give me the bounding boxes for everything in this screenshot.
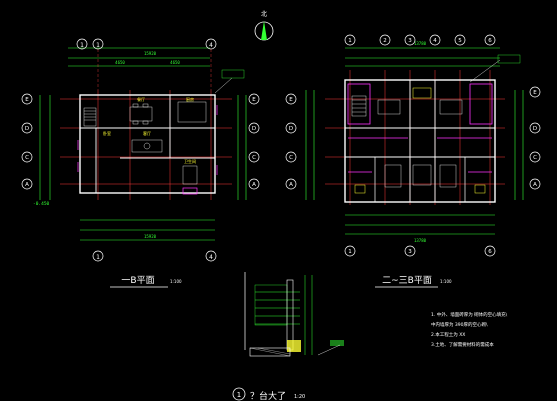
north-label: 北 [261,10,267,18]
svg-text:15920: 15920 [144,234,157,239]
right-fixtures [354,87,486,194]
detail-title-text: ？台大了 [250,390,286,401]
left-axis-side: E D C A E D C A [21,93,260,200]
svg-text:4: 4 [433,38,437,44]
north-arrow: 北 [254,10,274,41]
svg-text:D: D [25,126,29,132]
svg-text:2: 2 [383,38,387,44]
svg-text:D: D [252,126,256,132]
svg-text:C: C [533,155,537,161]
left-dims-bottom: 15920 1 4 [80,219,217,262]
left-furniture [83,101,207,185]
right-furniture [351,95,463,188]
left-axis-4: 4 [209,42,213,49]
right-magenta-walls [347,83,493,173]
svg-text:3: 3 [408,38,412,44]
svg-text:1: 1 [96,254,100,261]
svg-text:E: E [533,90,537,96]
room-living: 客厅 [143,130,151,136]
left-doors [77,105,218,195]
room-dining: 餐厅 [137,96,145,102]
svg-text:E: E [252,97,256,103]
svg-text:C: C [252,155,256,161]
svg-text:D: D [289,126,293,132]
left-elevation: -0.450 [33,201,50,207]
svg-text:1:100: 1:100 [440,279,452,284]
svg-text:1:20: 1:20 [294,394,305,400]
detail-title: 1 ？台大了 1:20 [232,387,305,401]
note-line-4: 3.土地、了解需要材料的需成本 [431,341,494,348]
svg-text:1: 1 [80,42,84,49]
svg-text:4: 4 [209,254,213,261]
room-bedroom: 卧室 [103,130,111,136]
room-bath: 卫生间 [184,158,196,164]
right-dim-total: 13780 [414,41,427,46]
svg-text:A: A [289,182,293,188]
svg-text:A: A [25,182,29,188]
left-floor-plan: 1 4 1 15920 4650 4650 E D C A E [21,38,260,262]
left-axis-top: 1 4 1 15920 4650 4650 [68,38,217,90]
left-walls [79,94,216,194]
right-leader-note [469,54,521,83]
svg-text:A: A [252,182,256,188]
svg-text:C: C [25,155,29,161]
detail-number: 1 [237,391,241,399]
right-plan-title: 二~三B平面 1:100 [375,275,452,288]
left-plan-title-text: 一B平面 [121,275,154,286]
svg-text:E: E [25,97,29,103]
right-dims-bottom: 13780 1 3 6 [344,214,496,257]
right-walls [344,79,496,203]
svg-text:6: 6 [488,38,492,44]
left-room-labels: 餐厅 厨房 客厅 卧室 卫生间 [103,96,196,164]
right-axis-side: E D C A E D C A [285,86,541,200]
svg-text:A: A [533,182,537,188]
svg-text:6: 6 [488,249,492,255]
general-notes: 1. 中外、墙面砖厚为 砌体的空心填充\ 中内墙厚为 390厚的空心砌\ 2.本… [431,311,508,348]
svg-text:3: 3 [408,249,412,255]
note-line-1: 1. 中外、墙面砖厚为 砌体的空心填充\ [431,311,508,318]
left-plan-title: 一B平面 1:100 [110,275,182,288]
svg-text:1:100: 1:100 [170,279,182,284]
left-axis-1: 1 [96,42,100,49]
svg-text:C: C [289,155,293,161]
svg-text:5: 5 [458,38,462,44]
svg-text:4650: 4650 [115,60,125,65]
balcony-detail [244,272,344,357]
note-line-2: 中内墙厚为 390厚的空心砌\ [431,321,488,328]
right-floor-plan: 13780 1 2 3 4 5 6 E D C A [285,34,541,257]
note-line-3: 2.本工程土为 XX [431,331,465,338]
svg-text:D: D [533,126,537,132]
svg-text:13780: 13780 [414,238,427,243]
right-plan-title-text: 二~三B平面 [382,275,432,286]
svg-text:E: E [289,97,293,103]
svg-text:1: 1 [348,249,352,255]
svg-text:1: 1 [348,38,352,44]
room-kitchen: 厨房 [186,96,194,102]
right-axis-top: 13780 1 2 3 4 5 6 [344,34,500,67]
svg-text:4650: 4650 [170,60,180,65]
left-leader-note [214,69,245,94]
left-dim-total: 15920 [144,51,157,56]
